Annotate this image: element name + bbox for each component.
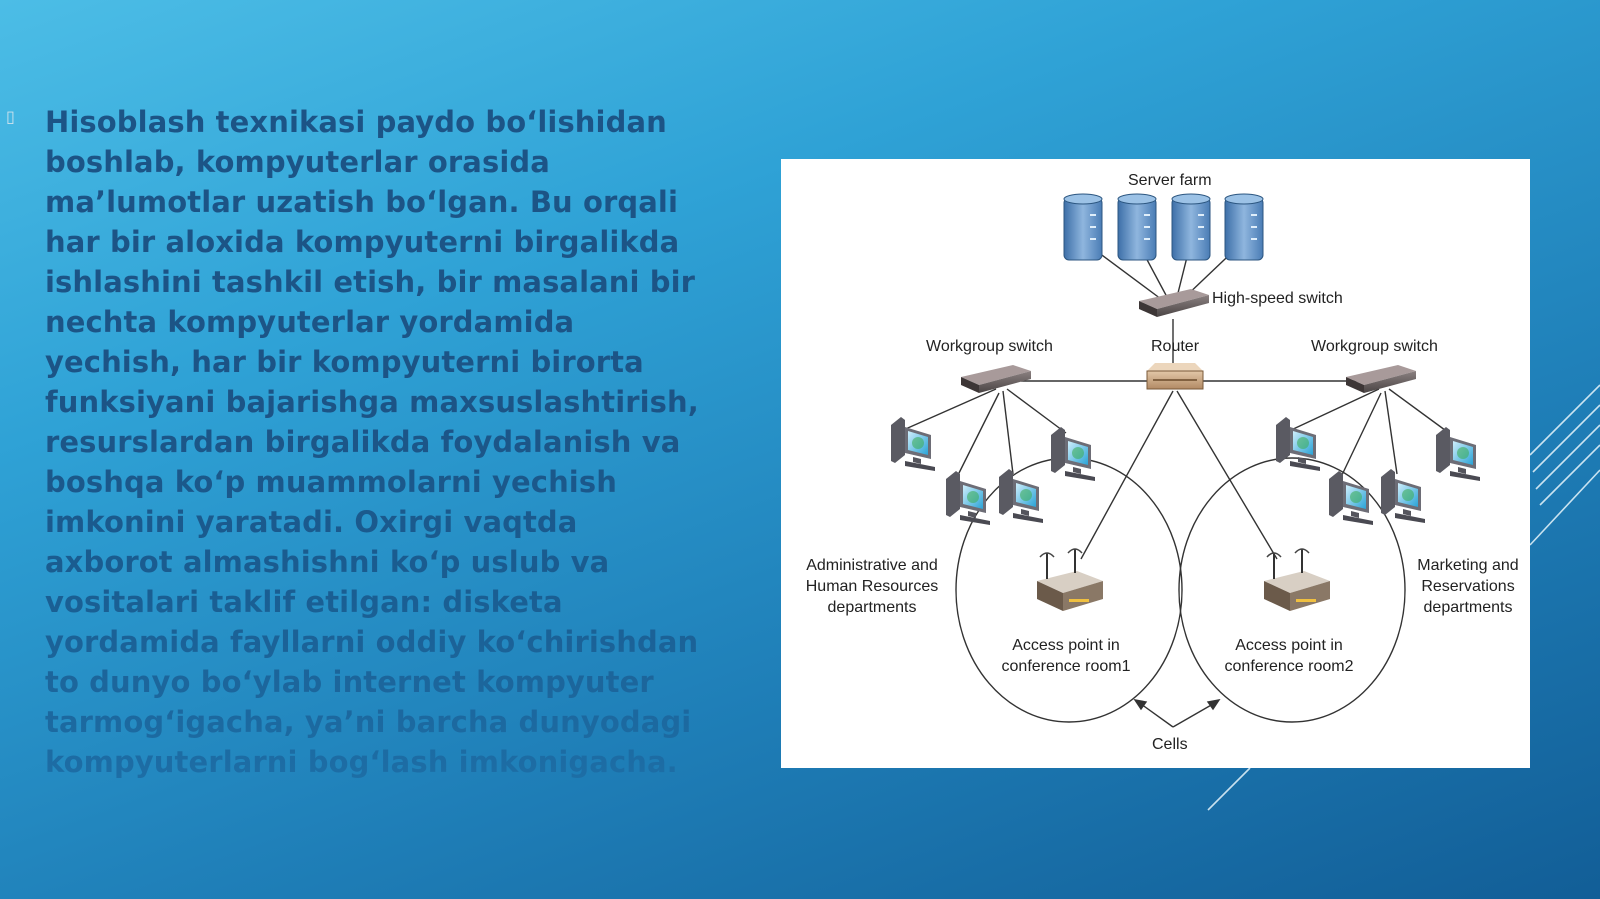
label-workgroup-switch-right: Workgroup switch (1311, 338, 1438, 355)
workgroup-switch-icon (1346, 365, 1416, 393)
body-paragraph: Hisoblash texnikasi paydo bo‘lishidan bo… (45, 102, 705, 782)
network-diagram-graphic (891, 193, 1480, 728)
label-high-speed-switch: High-speed switch (1212, 290, 1343, 307)
square-bullet-icon: ▯ (6, 107, 15, 126)
access-point-icon (1263, 548, 1331, 612)
server-icon (1224, 193, 1264, 261)
label-workgroup-switch-left: Workgroup switch (926, 338, 1053, 355)
server-icon (1117, 193, 1157, 261)
computer-icon (1381, 469, 1425, 523)
label-access-point-1: Access point in conference room1 (1001, 637, 1131, 675)
access-point-icon (1036, 548, 1104, 612)
computer-icon (1276, 417, 1320, 471)
label-access-point-2: Access point in conference room2 (1224, 637, 1354, 675)
label-cells: Cells (1152, 736, 1188, 753)
router-icon (1146, 363, 1204, 390)
computer-icon (1051, 427, 1095, 481)
server-icon (1171, 193, 1211, 261)
computer-icon (946, 471, 990, 525)
network-diagram: Server farm High-speed switch Workgroup … (781, 159, 1530, 768)
label-marketing-dept: Marketing and Reservations departments (1417, 557, 1519, 616)
workgroup-switch-icon (961, 365, 1031, 393)
computer-icon (1436, 427, 1480, 481)
high-speed-switch-icon (1139, 289, 1209, 317)
label-server-farm: Server farm (1128, 172, 1212, 189)
label-router: Router (1151, 338, 1200, 355)
computer-icon (999, 469, 1043, 523)
computer-icon (1329, 471, 1373, 525)
server-icon (1063, 193, 1103, 261)
label-admin-dept: Administrative and Human Resources depar… (805, 557, 939, 616)
